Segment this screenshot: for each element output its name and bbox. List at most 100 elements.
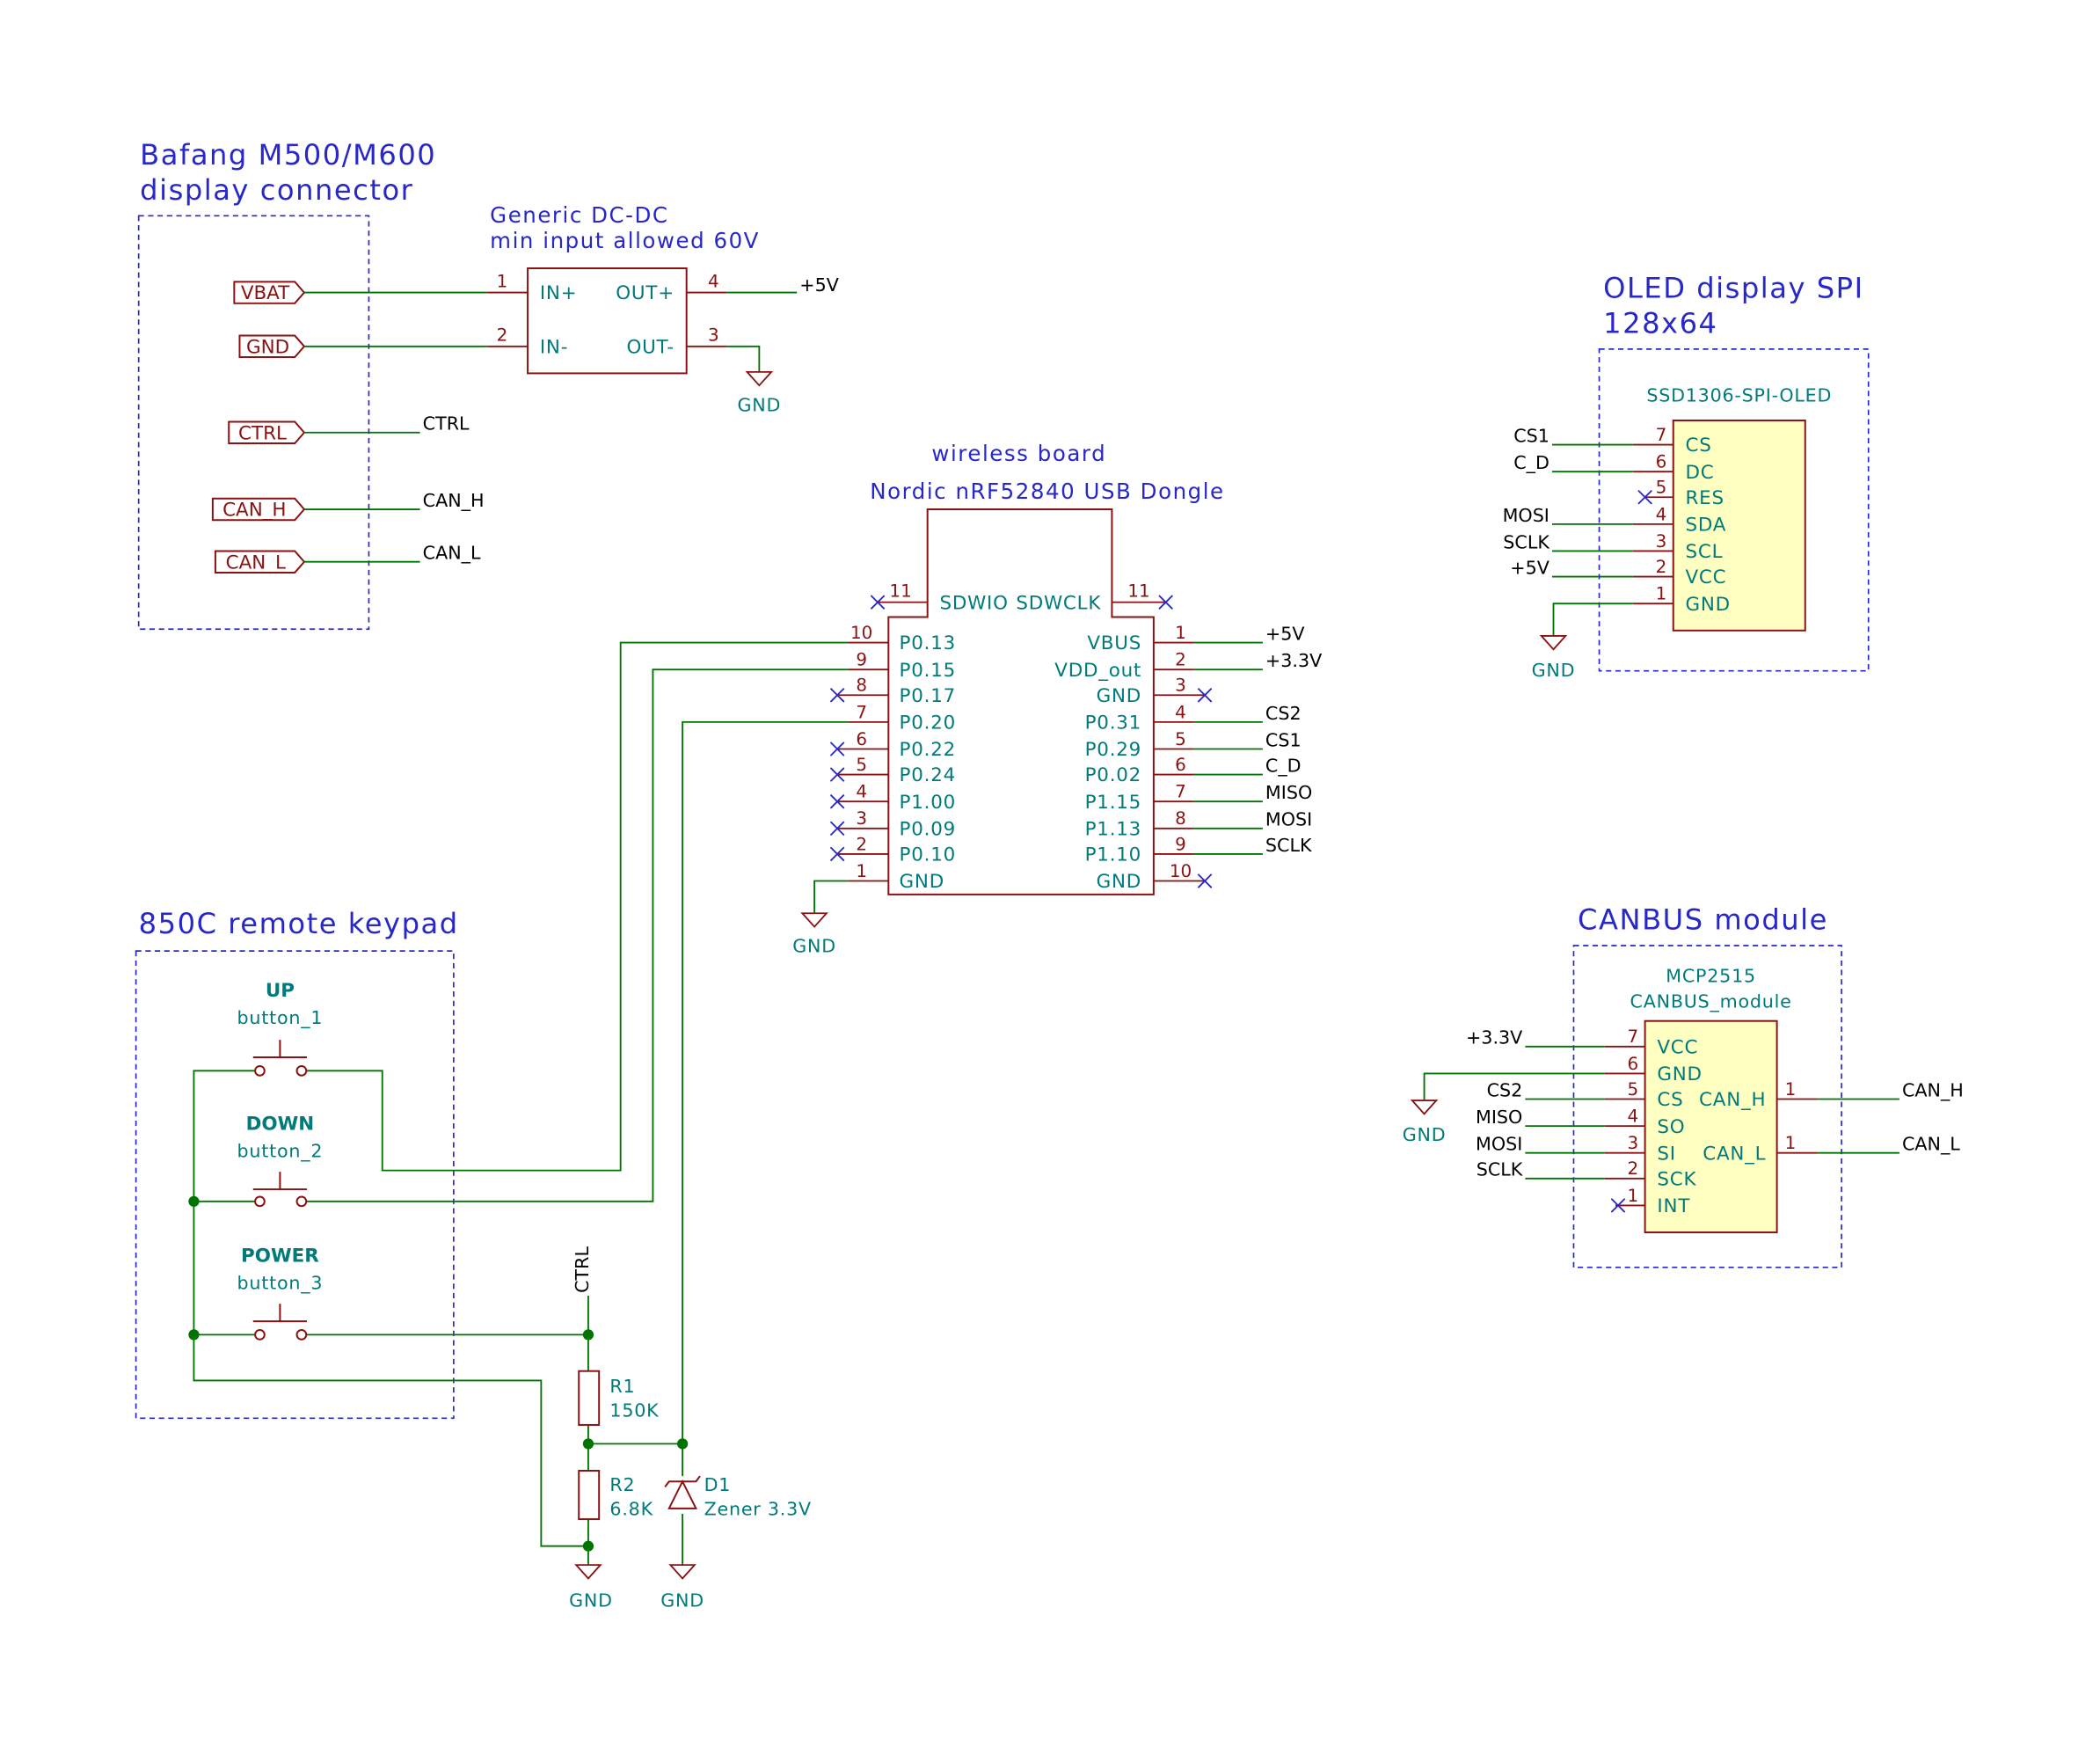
dcdc-converter: Generic DC-DC min input allowed 60V 1 2 …	[487, 202, 839, 415]
svg-text:P1.15: P1.15	[1085, 792, 1141, 814]
svg-text:VCC: VCC	[1657, 1036, 1698, 1058]
svg-text:+5V: +5V	[1510, 557, 1549, 578]
svg-text:GND: GND	[792, 936, 836, 957]
svg-text:GND: GND	[246, 336, 289, 358]
svg-text:GND: GND	[1097, 871, 1141, 893]
svg-text:4: 4	[1627, 1107, 1638, 1127]
svg-text:MOSI: MOSI	[1265, 809, 1312, 830]
svg-text:P1.00: P1.00	[900, 792, 956, 814]
svg-text:INT: INT	[1657, 1195, 1690, 1217]
svg-text:VDD_out: VDD_out	[1054, 660, 1141, 682]
svg-text:DC: DC	[1686, 462, 1715, 484]
svg-text:1: 1	[856, 861, 867, 881]
svg-text:GND: GND	[660, 1590, 704, 1611]
svg-text:SDWIO: SDWIO	[939, 592, 1008, 614]
svg-text:2: 2	[1175, 650, 1186, 670]
svg-text:SCK: SCK	[1657, 1168, 1696, 1190]
svg-text:7: 7	[1627, 1027, 1638, 1047]
keypad-title: 850C remote keypad	[139, 907, 459, 940]
svg-text:VCC: VCC	[1686, 566, 1727, 588]
svg-text:3: 3	[1627, 1133, 1638, 1153]
svg-text:8: 8	[1175, 808, 1186, 829]
gnd-symbol-r2: GND	[569, 1564, 612, 1611]
svg-text:P1.10: P1.10	[1085, 844, 1141, 866]
oled-title-line2: 128x64	[1603, 306, 1717, 340]
hlabel-can-h: CAN_H	[211, 497, 306, 522]
oled-display-group: OLED display SPI 128x64 SSD1306-SPI-OLED…	[1503, 272, 1870, 681]
svg-text:SCLK: SCLK	[1265, 835, 1312, 856]
button-up: UP button_1	[237, 980, 324, 1077]
net-label-can-l: CAN_L	[423, 543, 481, 564]
svg-text:4: 4	[1175, 702, 1186, 722]
button-down: DOWN button_2	[237, 1114, 323, 1208]
svg-text:CAN_L: CAN_L	[1703, 1143, 1766, 1165]
net-label-ctrl-vertical: CTRL	[572, 1246, 593, 1293]
svg-text:R2: R2	[609, 1474, 635, 1495]
svg-text:SCLK: SCLK	[1503, 531, 1549, 552]
display-connector-group: Bafang M500/M600 display connector VBAT …	[137, 138, 488, 631]
svg-text:8: 8	[856, 676, 867, 696]
svg-text:P0.31: P0.31	[1085, 712, 1141, 734]
net-label-5v-dcdc: +5V	[799, 274, 839, 296]
svg-text:RES: RES	[1686, 487, 1724, 509]
svg-text:+3.3V: +3.3V	[1466, 1027, 1522, 1049]
resistor-r1: R1 150K	[578, 1370, 659, 1426]
svg-text:SDA: SDA	[1686, 515, 1727, 537]
svg-text:SI: SI	[1657, 1143, 1675, 1165]
nrf52840-dongle: wireless board Nordic nRF52840 USB Dongl…	[792, 441, 1322, 957]
svg-text:VBUS: VBUS	[1087, 632, 1141, 654]
svg-text:1: 1	[497, 271, 508, 291]
svg-text:MOSI: MOSI	[1476, 1134, 1522, 1155]
svg-text:VBAT: VBAT	[241, 282, 290, 304]
canbus-title: CANBUS module	[1578, 903, 1828, 937]
svg-text:10: 10	[1170, 861, 1192, 881]
gnd-symbol-d1: GND	[660, 1564, 704, 1611]
display-connector-title-line1: Bafang M500/M600	[140, 138, 436, 172]
svg-text:4: 4	[708, 271, 719, 291]
svg-text:UP: UP	[266, 980, 295, 1002]
svg-text:CAN_H: CAN_H	[1699, 1089, 1766, 1111]
nrf-left-pins: 10 9 8 7 6 5 4 3 2 1 P0.13 P0.15 P0.17 P…	[829, 623, 956, 893]
svg-text:9: 9	[1175, 834, 1186, 854]
gnd-symbol-oled: GND	[1532, 634, 1575, 681]
svg-text:6.8K: 6.8K	[609, 1499, 653, 1520]
svg-text:1: 1	[1785, 1079, 1797, 1100]
svg-text:CS: CS	[1657, 1089, 1683, 1111]
svg-text:6: 6	[1627, 1054, 1638, 1074]
net-label-ctrl: CTRL	[423, 413, 470, 435]
svg-text:3: 3	[856, 808, 867, 829]
svg-text:6: 6	[856, 729, 867, 749]
display-connector-title-line2: display connector	[140, 173, 413, 207]
svg-text:P1.13: P1.13	[1085, 818, 1141, 840]
svg-text:MOSI: MOSI	[1503, 505, 1549, 526]
svg-text:1: 1	[1175, 623, 1186, 643]
nrf-ref: wireless board	[931, 441, 1106, 466]
svg-text:P0.20: P0.20	[900, 712, 956, 734]
svg-text:7: 7	[1175, 782, 1186, 802]
svg-text:OUT+: OUT+	[616, 282, 674, 304]
gnd-symbol-dcdc: GND	[738, 370, 780, 415]
svg-text:4: 4	[856, 782, 867, 802]
svg-text:10: 10	[850, 623, 872, 643]
svg-text:P0.22: P0.22	[900, 739, 956, 761]
svg-text:SO: SO	[1657, 1116, 1685, 1138]
svg-text:11: 11	[1127, 581, 1149, 602]
svg-text:3: 3	[708, 325, 719, 346]
svg-text:11: 11	[889, 581, 911, 602]
svg-text:SCL: SCL	[1686, 541, 1724, 563]
svg-text:GND: GND	[900, 871, 944, 893]
svg-text:P0.24: P0.24	[900, 764, 956, 786]
svg-text:button_1: button_1	[237, 1007, 324, 1028]
svg-text:CAN_H: CAN_H	[1902, 1079, 1964, 1100]
zener-diode-d1: D1 Zener 3.3V	[664, 1474, 811, 1520]
resistor-r2: R2 6.8K	[578, 1469, 653, 1521]
svg-text:SCLK: SCLK	[1477, 1159, 1523, 1180]
svg-text:5: 5	[1627, 1079, 1638, 1100]
svg-text:IN+: IN+	[540, 282, 578, 304]
keypad-wiring: CTRL	[188, 641, 849, 1566]
can-module-value: CANBUS_module	[1630, 990, 1792, 1012]
svg-text:P0.10: P0.10	[900, 844, 956, 866]
svg-text:P0.13: P0.13	[900, 632, 956, 654]
svg-text:button_3: button_3	[237, 1272, 324, 1293]
